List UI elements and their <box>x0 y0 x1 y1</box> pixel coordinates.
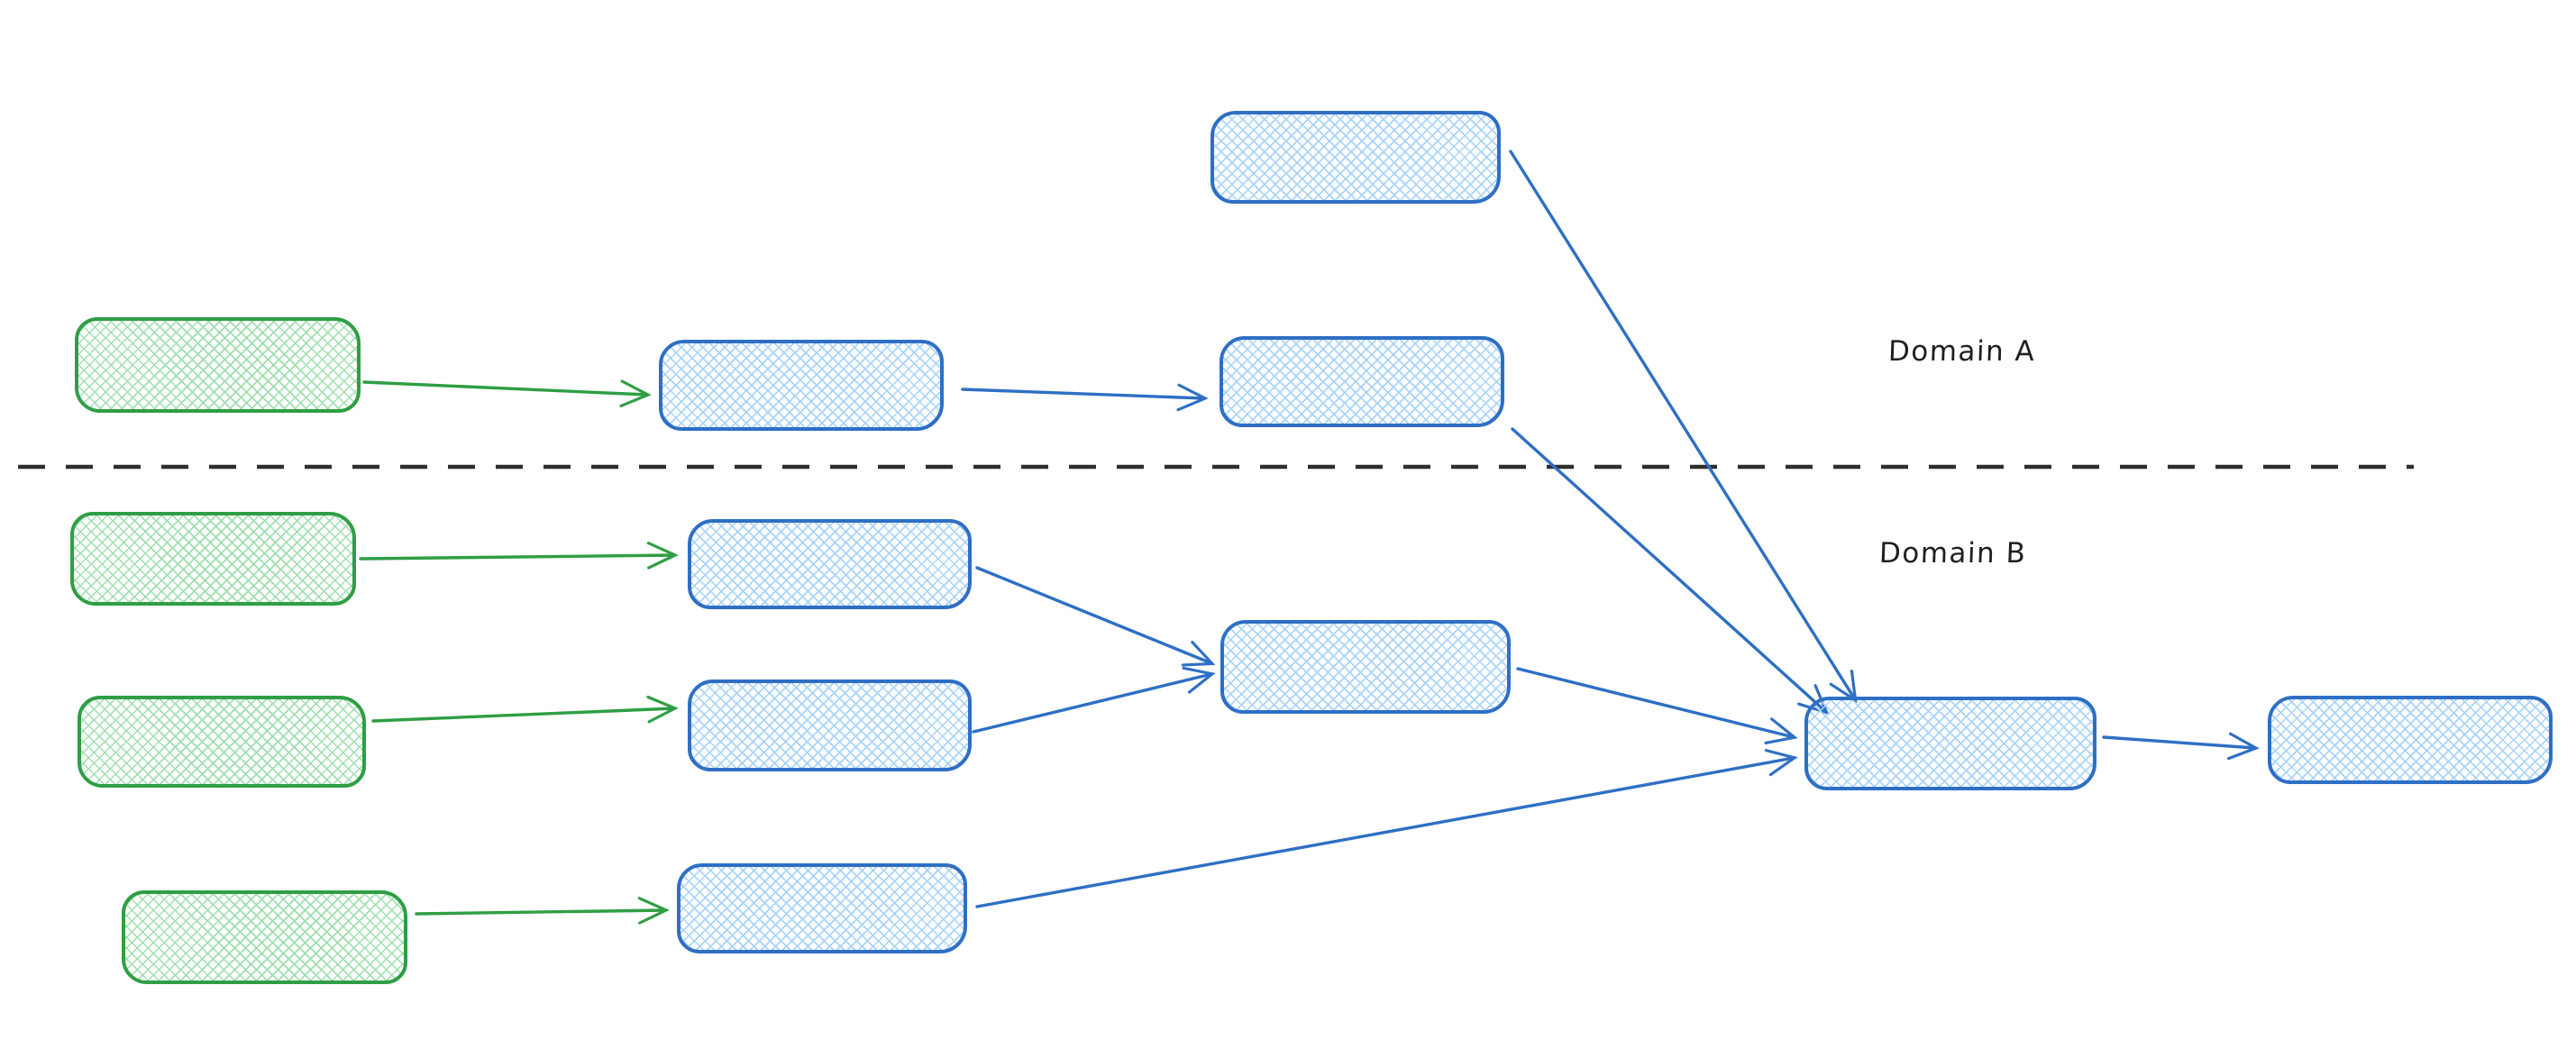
edge-a-top-hub[interactable] <box>1509 150 1858 704</box>
node-b3-src[interactable] <box>122 890 407 984</box>
node-b1-src[interactable] <box>70 512 356 606</box>
edge-hub-out[interactable] <box>2102 732 2260 761</box>
node-a-top[interactable] <box>1210 111 1501 204</box>
node-b2-src[interactable] <box>78 696 366 788</box>
domain-b-label[interactable]: Domain B <box>1878 537 2028 570</box>
edge-b3-proc-hub[interactable] <box>975 749 1798 908</box>
node-out[interactable] <box>2268 696 2553 784</box>
node-b3-proc[interactable] <box>677 863 967 953</box>
node-hub[interactable] <box>1804 697 2096 790</box>
domain-a-label[interactable]: Domain A <box>1887 335 2036 368</box>
edge-a-proc-a-out[interactable] <box>961 383 1209 412</box>
edge-b2-src-b2-proc[interactable] <box>371 695 679 724</box>
edge-b-merge-hub[interactable] <box>1516 667 1798 745</box>
edge-b2-proc-b-merge[interactable] <box>972 666 1216 734</box>
node-b2-proc[interactable] <box>688 680 972 771</box>
edge-b3-src-b3-proc[interactable] <box>415 897 670 925</box>
edge-a-out-hub[interactable] <box>1511 427 1830 716</box>
edge-b1-proc-b-merge[interactable] <box>975 566 1216 667</box>
edge-a-src-a-proc[interactable] <box>362 379 652 408</box>
node-a-out[interactable] <box>1219 336 1504 427</box>
edge-b1-src-b1-proc[interactable] <box>359 542 679 570</box>
node-a-src[interactable] <box>75 317 361 413</box>
node-a-proc[interactable] <box>659 340 944 431</box>
node-b1-proc[interactable] <box>688 519 972 609</box>
node-b-merge[interactable] <box>1220 620 1511 714</box>
